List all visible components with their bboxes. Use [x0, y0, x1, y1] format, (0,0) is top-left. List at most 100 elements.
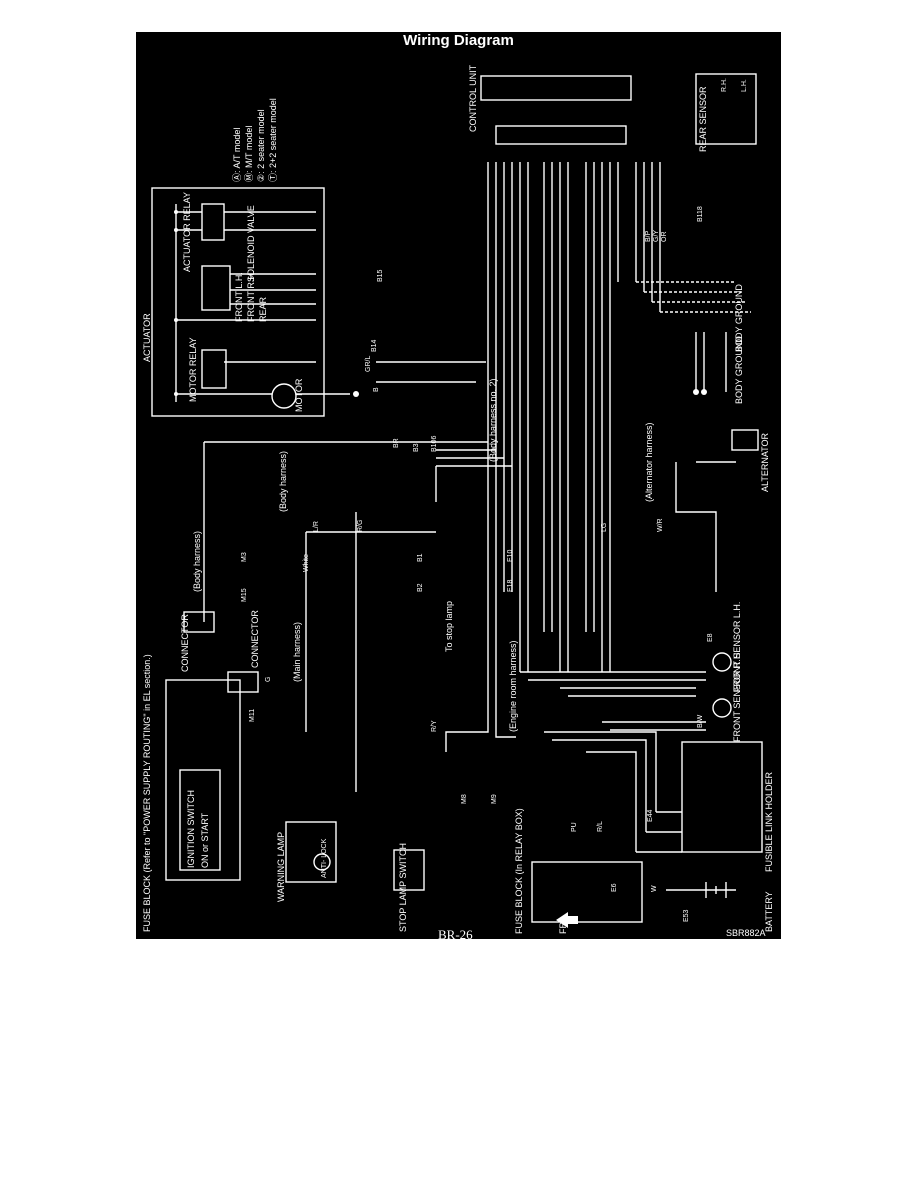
wire-code-lg: LG [601, 523, 608, 532]
wire-code-gy: G/Y [653, 230, 660, 242]
stop-lamp-switch-label: STOP LAMP SWITCH [398, 843, 408, 932]
wire-code-grl: GR/L [365, 356, 372, 372]
connector-id-b118: B118 [697, 206, 704, 222]
on-or-start-label: ON or START [200, 812, 210, 868]
front-sensor-lh-label: FRONT SENSOR L.H. [732, 602, 742, 692]
white-connector-label: White [303, 554, 310, 572]
warning-lamp-bulb [313, 853, 331, 871]
connector-id-b14: B14 [371, 339, 378, 352]
motor-symbol [271, 383, 297, 409]
wire-code-b: B [373, 387, 380, 392]
front-sensor-lh-symbol [712, 652, 732, 672]
solenoid-valve-label: SOLENOID VALVE [246, 205, 256, 282]
legend-item-0: Ⓐ: A/T model [232, 128, 242, 182]
wire-code-bw: B/W [697, 714, 704, 728]
connector-id-b15: B15 [377, 269, 384, 282]
wire-code-g: G [265, 677, 272, 682]
battery-label: BATTERY [764, 891, 774, 932]
wiring-diagram-drawing: ACTUATOR ACTUATOR RELAY SOLENOID VALVE F… [142, 64, 774, 934]
fusible-link-holder-label: FUSIBLE LINK HOLDER [764, 771, 774, 872]
rear-sensor-box [695, 73, 757, 145]
body-ground-label-1: BODY GROUND [734, 284, 744, 352]
wiring-diagram-panel: ACTUATOR ACTUATOR RELAY SOLENOID VALVE F… [136, 32, 781, 939]
connector-id-b2: B2 [417, 583, 424, 592]
rear-sensor-rh-label: R.H. [721, 78, 728, 92]
rear-label: REAR [258, 296, 268, 322]
wire-code-pu: PU [571, 822, 578, 832]
actuator-relay-label: ACTUATOR RELAY [182, 192, 192, 272]
legend-item-1: Ⓜ: M/T model [244, 126, 254, 182]
connector-id-e6: E6 [611, 883, 618, 892]
wire-code-w: W [651, 885, 658, 892]
front-lh-label: FRONT L.H. [234, 272, 244, 322]
fuse-block-routing-label: FUSE BLOCK (Refer to "POWER SUPPLY ROUTI… [142, 654, 152, 932]
connector-id-m3: M3 [241, 552, 248, 562]
connector-label-1: CONNECTOR [180, 614, 190, 672]
ground-point [353, 391, 359, 397]
wire-code-wr: W/R [657, 518, 664, 532]
connector-id-m11: M11 [249, 709, 256, 722]
stop-lamp-switch-symbol [393, 849, 425, 891]
page-code: BR-26 [438, 927, 473, 939]
control-unit-connector-bottom [495, 125, 627, 145]
connector-id-e18: E18 [507, 579, 514, 592]
rear-sensor-label: REAR SENSOR [698, 86, 708, 152]
connector-label-2: CONNECTOR [250, 610, 260, 668]
wire-code-br: BR [393, 438, 400, 448]
ignition-switch-box [179, 769, 221, 871]
to-stop-lamp-label: To stop lamp [444, 601, 454, 652]
wire-code-lr: L/R [313, 521, 320, 532]
connector-id-b1: B1 [417, 553, 424, 562]
alternator-symbol [731, 429, 759, 451]
main-harness-label: (Main harness) [292, 622, 302, 682]
relay-box-outline [531, 861, 643, 923]
fusible-link-holder-box [681, 741, 763, 853]
connector-20 [227, 671, 259, 693]
fuse-block-relay-label: FUSE BLOCK (In RELAY BOX) [514, 808, 524, 934]
connector-id-e53: E53 [683, 909, 690, 922]
connector-id-e10: E10 [507, 549, 514, 562]
legend-item-2: ②: 2 seater model [256, 109, 266, 182]
wire-code-bp: B/P [645, 230, 652, 242]
wire-code-ry: R/Y [431, 720, 438, 732]
actuator-relay-coil [201, 203, 225, 241]
connector-id-b3: B3 [413, 443, 420, 452]
wire-code-rl: R/L [597, 821, 604, 832]
connector-id-m15: M15 [241, 588, 248, 602]
engine-room-harness-label: (Engine room harness) [508, 640, 518, 732]
actuator-box [151, 187, 325, 417]
figure-code: SBR882A [726, 928, 766, 938]
rear-sensor-lh-label: L.H. [741, 79, 748, 92]
ignition-switch-label: IGNITION SWITCH [186, 790, 196, 868]
warning-lamp-label: WARNING LAMP [276, 832, 286, 902]
fr-arrow-icon [556, 912, 578, 928]
solenoid-valve-coils [201, 265, 231, 311]
connector-id-m8: M8 [461, 794, 468, 804]
motor-relay-label: MOTOR RELAY [188, 337, 198, 402]
anti-lock-label: ANTI- LOCK [321, 838, 328, 878]
front-sensor-rh-label: FRONT SENSOR R.H. [732, 650, 742, 742]
body-harness-no2-label: (Body harness no. 2) [488, 378, 498, 462]
connector-3n [183, 611, 215, 633]
motor-label: MOTOR [294, 378, 304, 412]
body-harness-label-2: (Body harness) [278, 451, 288, 512]
legend-item-3: Ⓣ: 2+2 seater model [268, 98, 278, 182]
front-sensor-rh-symbol [712, 698, 732, 718]
connector-id-e44: E44 [647, 809, 654, 822]
body-ground-label-2: BODY GROUND [734, 336, 744, 404]
battery-symbol [696, 882, 736, 898]
connector-id-m9: M9 [491, 794, 498, 804]
front-rh-label: FRONT R.H. [246, 271, 256, 322]
control-unit-label: CONTROL UNIT [468, 64, 478, 132]
connector-id-b106: B106 [431, 436, 438, 452]
motor-relay-coil [201, 349, 227, 389]
connector-id-e8: E8 [707, 633, 714, 642]
diagram-title: Wiring Diagram [403, 32, 514, 49]
body-harness-label-1: (Body harness) [192, 531, 202, 592]
alternator-harness-label: (Alternator harness) [644, 422, 654, 502]
control-unit-connector-top [480, 75, 632, 101]
warning-lamp-box [285, 821, 337, 883]
fuse-block-box [165, 679, 241, 881]
alternator-label: ALTERNATOR [760, 432, 770, 492]
fr-arrow-label: FR [558, 922, 568, 934]
